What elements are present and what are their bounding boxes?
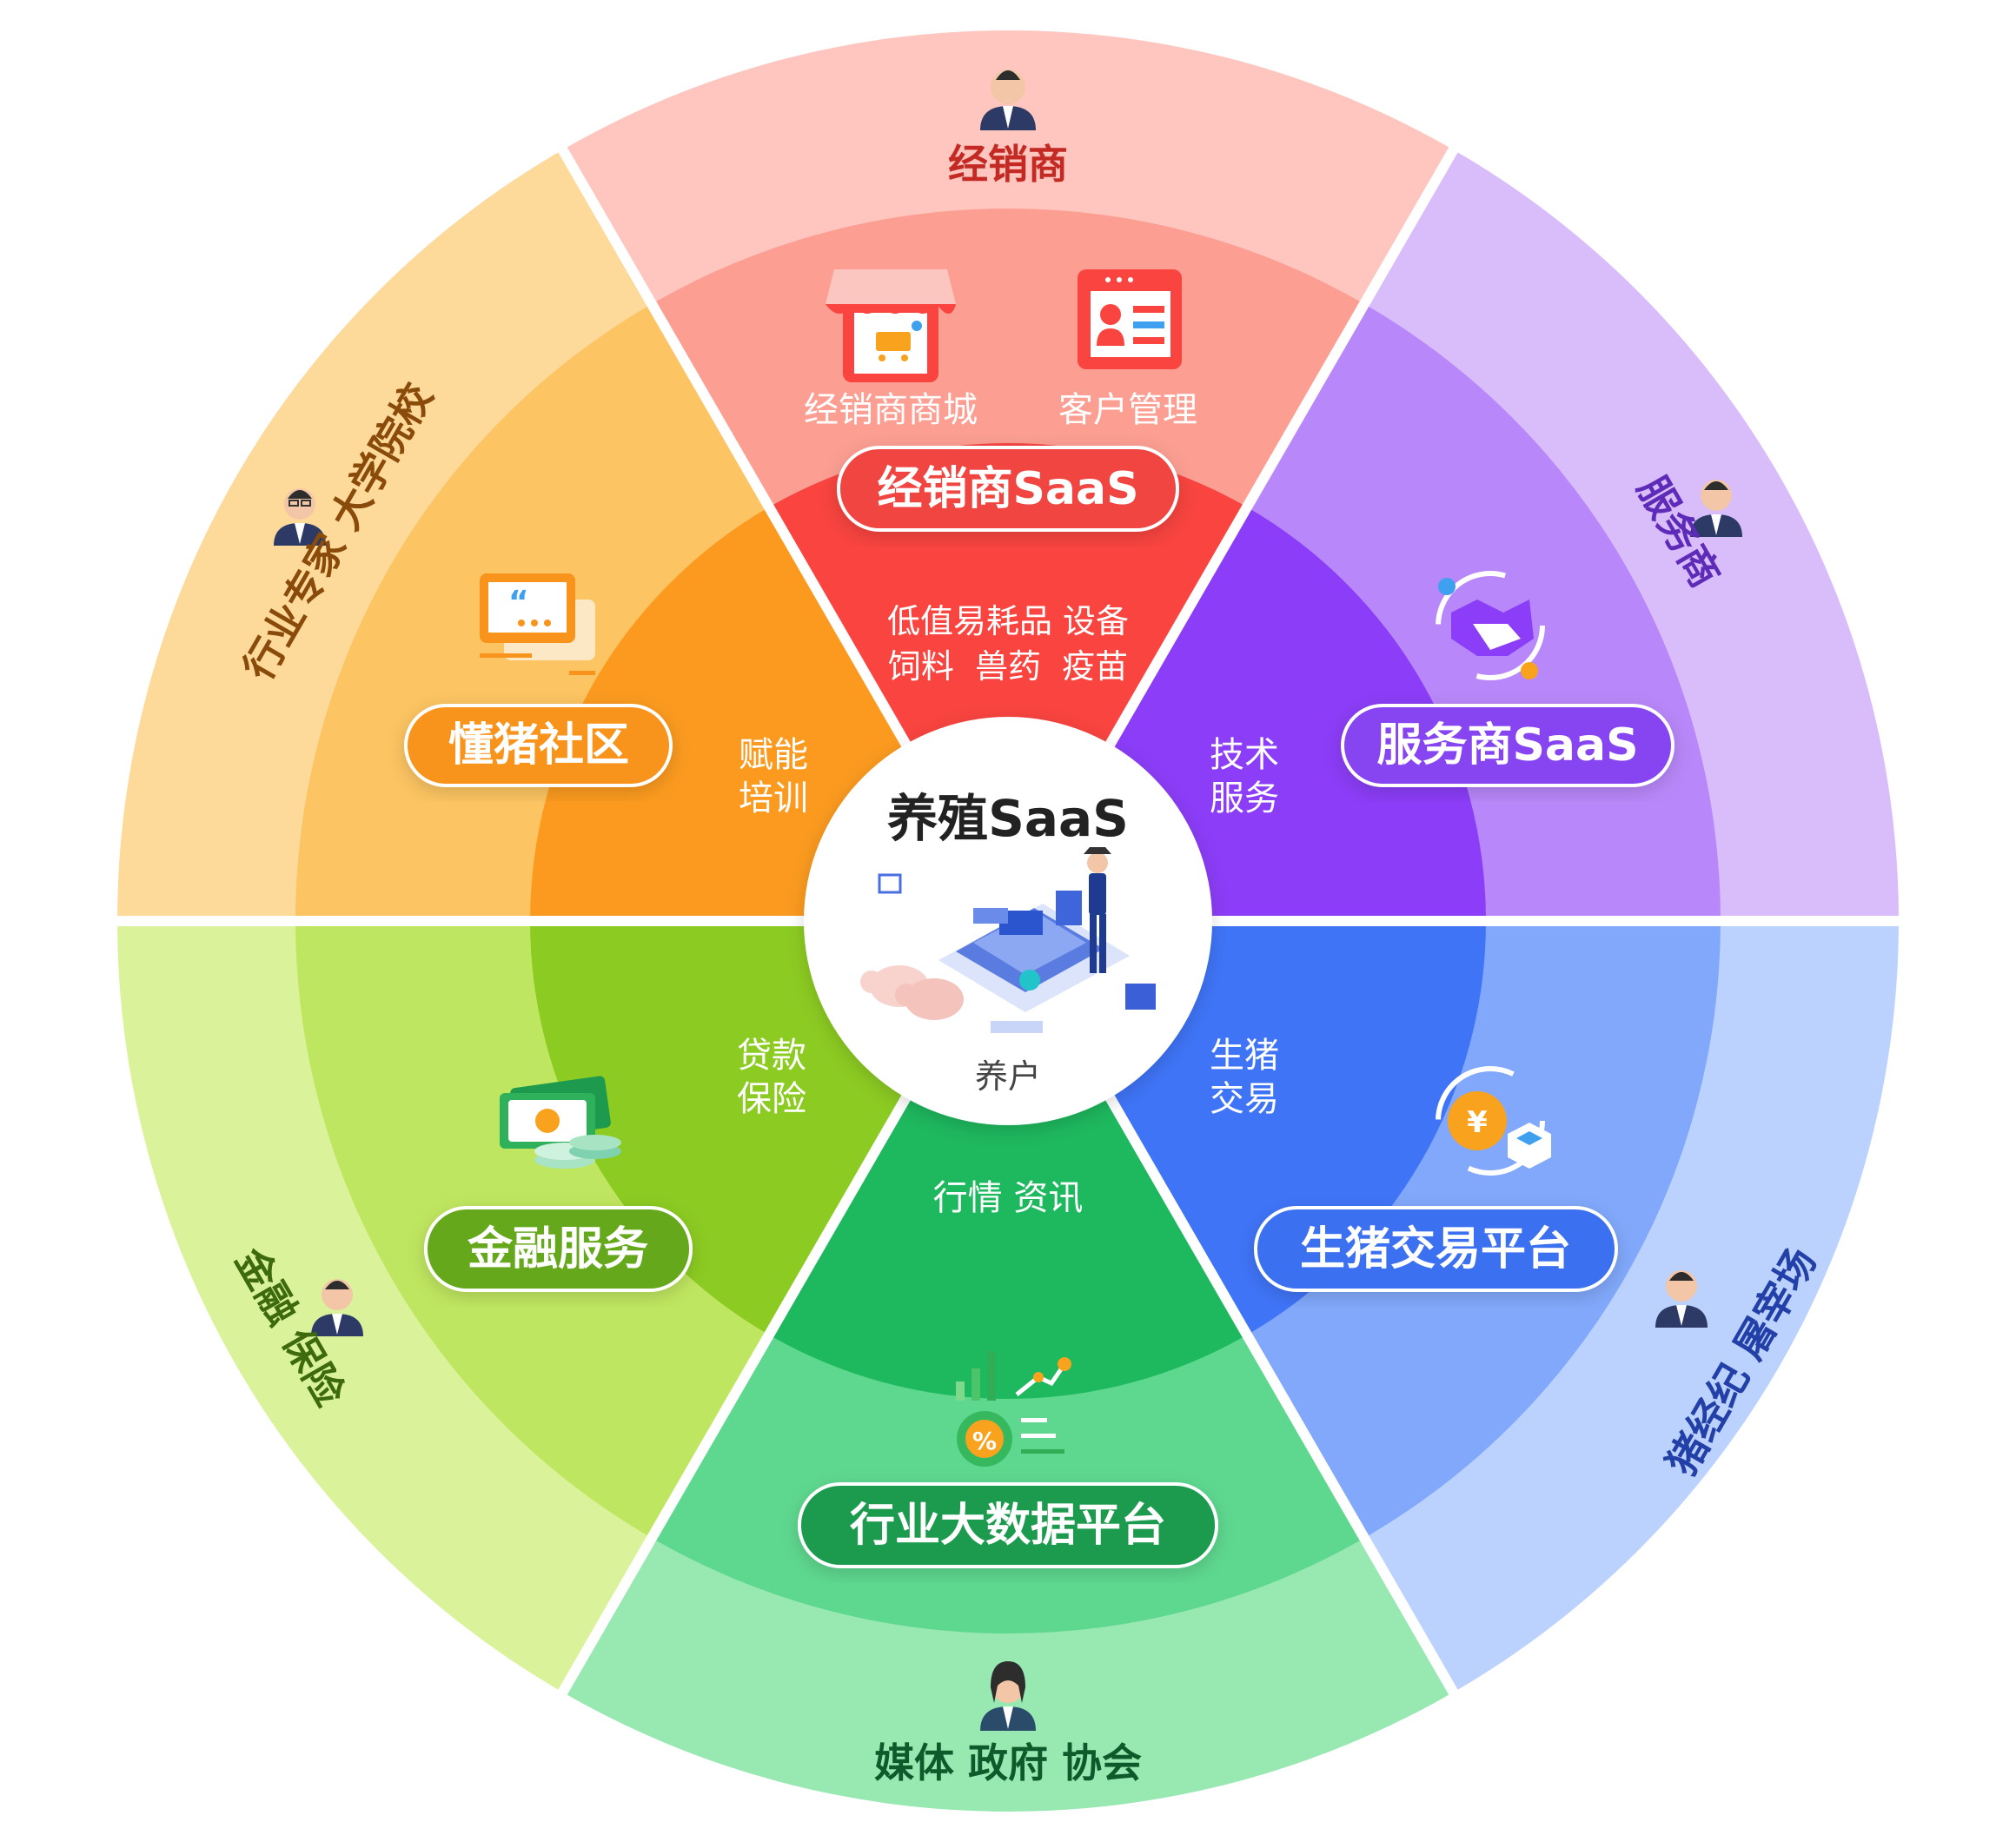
big-data-label: 行业大数据平台	[850, 1500, 1166, 1552]
center-hub: 养殖SaaS	[804, 717, 1212, 1125]
feature-dealer-mall[interactable]: 经销商商城	[804, 390, 978, 430]
community-label: 懂猪社区	[448, 719, 629, 772]
pig-trade-inner-line-1: 生猪	[1210, 1036, 1279, 1076]
big-data-inner-line-1: 行情 资讯	[933, 1178, 1084, 1218]
dealer-inner-line-2: 饲料 兽药 疫苗	[888, 647, 1128, 686]
center-title: 养殖SaaS	[887, 789, 1129, 848]
finance-inner-line-1: 贷款	[737, 1036, 806, 1076]
svg-text:¥: ¥	[1467, 1105, 1488, 1140]
store-icon	[826, 269, 956, 382]
service-saas-label: 服务商SaaS	[1376, 719, 1638, 772]
community-inner-line-2: 培训	[739, 779, 808, 818]
pig-trade-label: 生猪交易平台	[1300, 1223, 1571, 1275]
community-inner-line-1: 赋能	[739, 735, 808, 775]
dealer-outer-label: 经销商	[948, 141, 1068, 188]
pig-trade-inner-line-2: 交易	[1210, 1079, 1279, 1119]
dealer-saas-label: 经销商SaaS	[877, 463, 1138, 515]
dealer-inner-line-1: 低值易耗品 设备	[887, 602, 1129, 640]
dealer-saas-pill[interactable]: 经销商SaaS	[839, 447, 1177, 530]
feature-customer-management[interactable]: 客户管理	[1058, 390, 1197, 430]
service-saas-pill[interactable]: 服务商SaaS	[1343, 706, 1673, 785]
finance-inner-line-2: 保险	[737, 1079, 806, 1119]
center-subtitle: 养户	[975, 1057, 1041, 1096]
finance-pill[interactable]: 金融服务	[426, 1208, 691, 1290]
svg-text:%: %	[972, 1427, 997, 1455]
svg-text:“: “	[508, 585, 529, 620]
service-inner-line-2: 服务	[1210, 779, 1279, 818]
finance-label: 金融服务	[467, 1223, 648, 1275]
pig-trade-pill[interactable]: 生猪交易平台	[1256, 1208, 1616, 1290]
service-inner-line-1: 技术	[1210, 735, 1279, 775]
big-data-pill[interactable]: 行业大数据平台	[799, 1484, 1217, 1567]
customer-management-icon	[1078, 269, 1182, 369]
community-pill[interactable]: 懂猪社区	[406, 706, 671, 785]
big-data-outer-label: 媒体 政府 协会	[874, 1739, 1142, 1786]
